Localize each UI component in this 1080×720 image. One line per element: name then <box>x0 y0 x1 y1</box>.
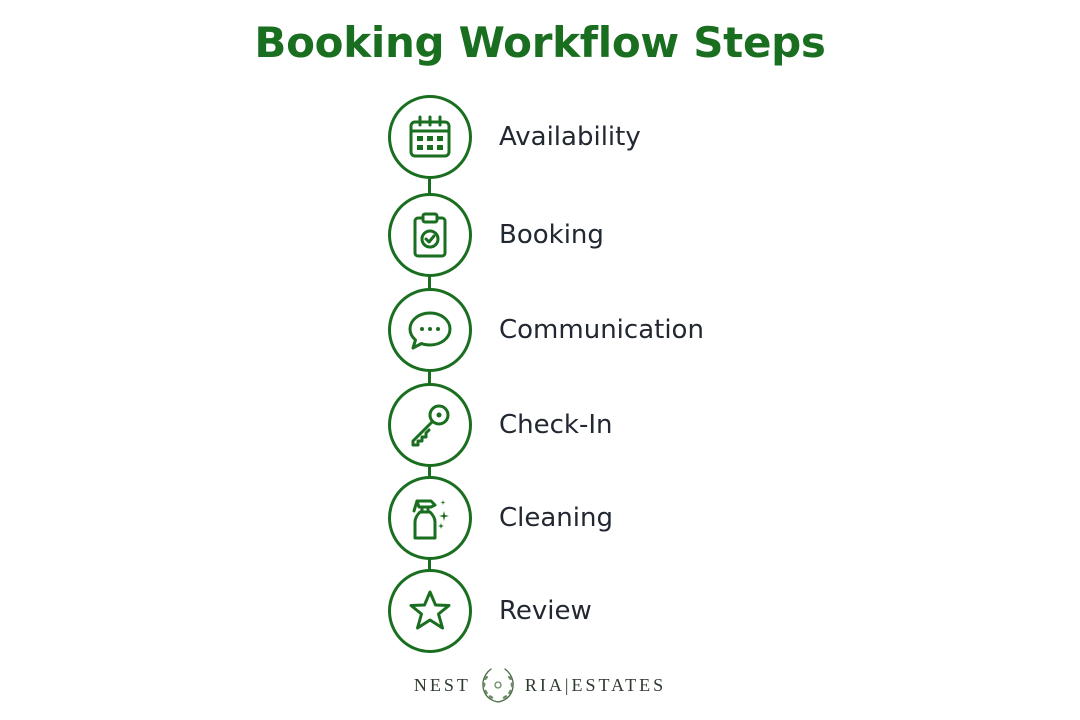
logo-text-right: RIA|ESTATES <box>524 674 667 695</box>
step-check-in: Check-In <box>388 383 613 467</box>
step-availability: Availability <box>388 95 641 179</box>
step-label-review: Review <box>499 596 592 626</box>
step-circle <box>388 95 472 179</box>
step-communication: Communication <box>388 288 704 372</box>
step-circle <box>388 383 472 467</box>
chat-bubble-icon <box>405 305 455 355</box>
star-icon <box>405 586 455 636</box>
wreath-icon <box>477 664 519 706</box>
step-label-availability: Availability <box>499 122 641 152</box>
clipboard-check-icon <box>405 210 455 260</box>
step-cleaning: Cleaning <box>388 476 613 560</box>
step-review: Review <box>388 569 592 653</box>
step-label-cleaning: Cleaning <box>499 503 613 533</box>
logo-text-left: NEST <box>413 674 471 695</box>
brand-logo: NEST RIA|ESTATES <box>0 660 1080 710</box>
step-circle <box>388 193 472 277</box>
step-label-booking: Booking <box>499 220 604 250</box>
step-circle <box>388 569 472 653</box>
step-circle <box>388 476 472 560</box>
key-icon <box>405 400 455 450</box>
calendar-icon <box>405 112 455 162</box>
diagram-title: Booking Workflow Steps <box>254 18 826 67</box>
spray-bottle-icon <box>405 493 455 543</box>
step-booking: Booking <box>388 193 604 277</box>
step-label-check-in: Check-In <box>499 410 613 440</box>
step-label-communication: Communication <box>499 315 704 345</box>
step-circle <box>388 288 472 372</box>
